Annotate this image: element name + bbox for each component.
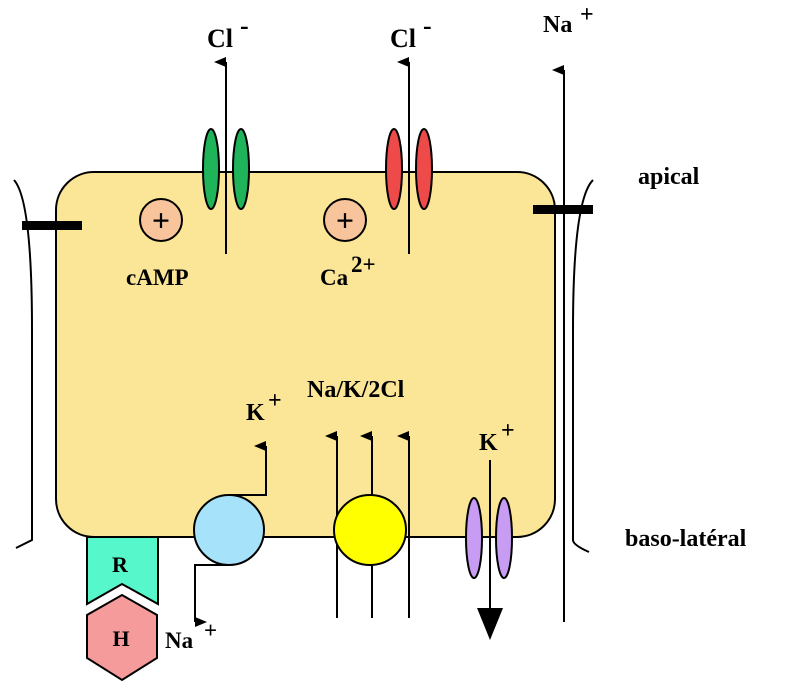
ca-label: Ca bbox=[320, 265, 349, 290]
ion-channel-icon bbox=[385, 128, 403, 210]
na-label-bottom: Na bbox=[165, 628, 194, 653]
na-label-top: Na bbox=[543, 12, 572, 38]
cl-label-camp-channel: Cl bbox=[207, 24, 233, 53]
cl-channel-ca bbox=[385, 128, 433, 210]
ca-stimulation-icon bbox=[323, 198, 367, 242]
tight-junction-left bbox=[22, 221, 82, 230]
k-label-channel: K bbox=[479, 430, 498, 456]
na-efflux-arrow bbox=[194, 564, 229, 627]
ion-channel-icon bbox=[415, 128, 433, 210]
cl-charge-camp-channel: - bbox=[240, 11, 249, 40]
hormone-hexagon-icon bbox=[86, 593, 158, 682]
cl-label-ca-channel: Cl bbox=[390, 24, 416, 53]
apical-label: apical bbox=[638, 164, 700, 190]
cl-charge-ca-channel: - bbox=[423, 11, 432, 40]
receptor-icon bbox=[86, 536, 159, 606]
camp-plus-sign: + bbox=[152, 202, 170, 238]
ca-plus-sign: + bbox=[336, 202, 354, 238]
ion-channel-icon bbox=[495, 497, 513, 579]
left-neighbour-cell bbox=[13, 179, 33, 549]
hormone-label: H bbox=[112, 626, 129, 651]
ion-channel-icon bbox=[202, 128, 220, 210]
epithelial-cell bbox=[55, 171, 556, 538]
k-charge-pump: + bbox=[268, 388, 282, 414]
basolateral-label: baso-latéral bbox=[625, 526, 747, 552]
nak2cl-cotransporter bbox=[333, 494, 407, 566]
ion-channel-icon bbox=[465, 497, 483, 579]
k-channel-basolateral bbox=[465, 497, 513, 579]
k-influx-arrow bbox=[229, 441, 267, 496]
ion-channel-icon bbox=[232, 128, 250, 210]
k-label-pump: K bbox=[246, 400, 265, 426]
receptor-label: R bbox=[112, 552, 129, 577]
ca-charge: 2+ bbox=[351, 252, 376, 277]
nak2cl-label: Na/K/2Cl bbox=[307, 377, 405, 403]
na-k-pump bbox=[193, 494, 265, 566]
k-charge-channel: + bbox=[501, 418, 515, 444]
na-charge-bottom: + bbox=[204, 618, 217, 643]
k-efflux-arrowhead bbox=[477, 608, 503, 640]
camp-label: cAMP bbox=[126, 265, 189, 290]
na-charge-top: + bbox=[580, 2, 594, 28]
camp-stimulation-icon bbox=[139, 198, 183, 242]
right-neighbour-cell bbox=[572, 179, 594, 553]
cl-channel-camp bbox=[202, 128, 250, 210]
